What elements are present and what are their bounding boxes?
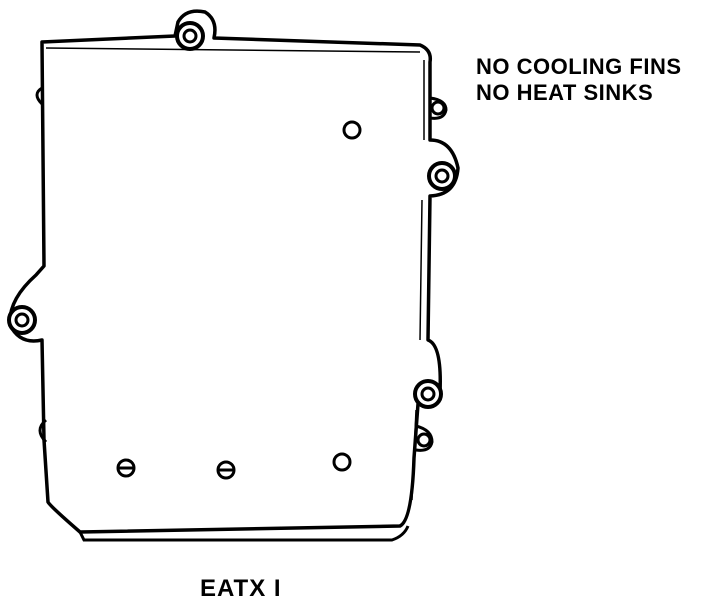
top-mounting-bolt [175, 21, 205, 51]
right-edge-bump-top [429, 96, 448, 120]
housing-outline [8, 9, 460, 534]
diagram-caption: EATX I [200, 575, 282, 602]
face-hole-lower-right [332, 452, 352, 472]
note-line-heat-sinks: NO HEAT SINKS [476, 80, 654, 105]
housing-bottom-edge [78, 525, 410, 542]
note-line-cooling-fins: NO COOLING FINS [476, 54, 682, 79]
left-edge-bump-top [35, 86, 44, 106]
left-edge-bump-bottom [38, 418, 48, 444]
face-hole-upper-right [342, 120, 362, 140]
right-lower-mounting-bolt [413, 379, 443, 409]
housing-inner-edge [45, 47, 425, 501]
face-screw-center [216, 460, 236, 480]
left-mounting-bolt [7, 305, 37, 335]
right-upper-mounting-bolt [427, 161, 457, 191]
face-screw-left [116, 458, 136, 478]
design-note: NO COOLING FINS NO HEAT SINKS [476, 54, 682, 106]
right-edge-small-bolt-top [430, 100, 446, 116]
right-edge-small-bolt-bottom [416, 432, 432, 448]
right-edge-bump-bottom [415, 424, 434, 452]
